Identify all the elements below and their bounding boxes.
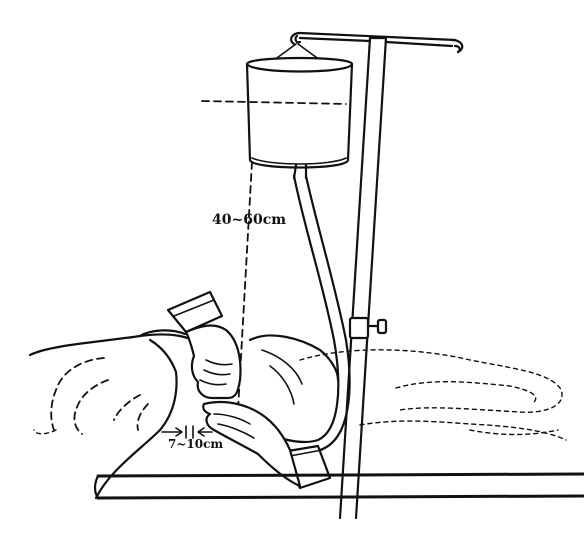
bed-edge — [95, 474, 584, 498]
height-range-label: 40~60cm — [212, 212, 286, 228]
insertion-depth-label: 7~10cm — [168, 437, 223, 451]
enema-bag — [247, 44, 352, 178]
patient-body — [34, 350, 566, 440]
upper-hand — [168, 292, 240, 398]
